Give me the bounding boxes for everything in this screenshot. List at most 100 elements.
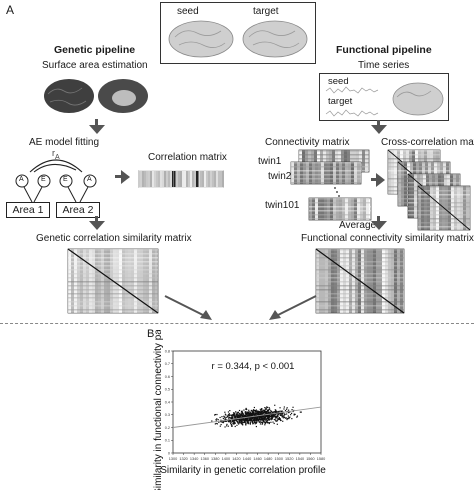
scatter-point <box>243 414 245 416</box>
scatter-point <box>265 419 267 421</box>
scatter-point <box>275 420 277 422</box>
genetic-similarity-matrix <box>67 248 159 314</box>
scatter-point <box>274 416 276 418</box>
scatter-point <box>227 420 229 422</box>
scatter-point <box>237 416 240 418</box>
scatter-point <box>248 409 250 411</box>
scatter-point <box>247 419 249 421</box>
scatter-point <box>240 412 242 414</box>
scatter-point <box>259 410 262 412</box>
scatter-point <box>249 423 251 425</box>
scatter-point <box>271 415 274 417</box>
scatter-point <box>268 411 271 413</box>
scatter-point <box>230 414 232 416</box>
scatter-point <box>272 412 274 414</box>
scatter-point <box>270 418 272 420</box>
x-tick-label: 1460 <box>253 457 261 461</box>
scatter-point <box>225 416 227 418</box>
genetic-pipeline-title: Genetic pipeline <box>54 44 136 56</box>
scatter-point <box>255 411 257 413</box>
scatter-point <box>267 419 269 421</box>
scatter-point <box>226 423 228 425</box>
scatter-point <box>245 419 247 421</box>
scatter-point <box>263 412 265 414</box>
arrow-down-icon <box>89 221 105 230</box>
scatter-point <box>283 414 285 416</box>
scatter-point <box>270 416 273 418</box>
scatter-point <box>258 410 260 412</box>
scatter-point <box>264 424 266 426</box>
arrow-stem-2 <box>95 216 98 222</box>
average-label: Average <box>339 220 377 231</box>
scatter-point <box>244 412 246 414</box>
scatter-point <box>279 414 281 417</box>
scatter-point <box>259 412 261 414</box>
scatter-point <box>260 416 263 418</box>
scatter-point <box>255 417 257 420</box>
scatter-point <box>243 420 245 422</box>
scatter-point <box>240 421 242 423</box>
ra-r: r <box>52 148 55 158</box>
scatter-point <box>265 416 267 418</box>
scatter-point <box>263 420 265 423</box>
scatter-point <box>253 406 255 409</box>
ra-label: rA <box>52 148 60 161</box>
scatter-point <box>265 420 267 422</box>
scatter-point <box>232 415 234 417</box>
area1-box: Area 1 <box>6 202 50 218</box>
scatter-point <box>231 417 233 419</box>
scatter-point <box>259 418 261 420</box>
scatter-point <box>262 411 264 413</box>
scatter-point <box>266 418 268 420</box>
scatter-point <box>268 422 270 424</box>
scatter-point <box>249 412 252 414</box>
scatter-point <box>235 419 237 421</box>
scatter-point <box>266 416 268 418</box>
scatter-point <box>263 414 265 417</box>
y-tick-label: 0.5 <box>165 388 170 392</box>
scatter-point <box>283 406 285 408</box>
scatter-point <box>288 417 290 420</box>
scatter-point <box>249 418 251 420</box>
scatter-point <box>241 412 244 415</box>
scatter-point <box>270 410 273 413</box>
scatter-point <box>241 418 243 420</box>
scatter-point <box>219 416 221 419</box>
scatter-point <box>248 414 250 416</box>
scatter-point <box>282 420 284 422</box>
scatter-point <box>227 425 229 427</box>
ts-seed-label: seed <box>328 76 349 87</box>
scatter-point <box>231 416 234 418</box>
scatter-point <box>222 418 224 420</box>
scatter-point <box>230 421 232 423</box>
scatter-point <box>235 411 237 413</box>
scatter-point <box>244 414 246 416</box>
scatter-point <box>281 410 283 412</box>
scatter-point <box>256 418 259 421</box>
scatter-point <box>258 413 260 416</box>
scatter-point <box>281 410 283 413</box>
scatter-point <box>258 418 261 421</box>
scatter-point <box>214 413 217 416</box>
scatter-point <box>288 409 290 411</box>
panel-label-a: A <box>6 3 15 17</box>
scatter-point <box>240 410 243 413</box>
surface-area-label: Surface area estimation <box>42 60 148 71</box>
y-axis-label: Similarity in functional connectivity pa… <box>153 330 164 490</box>
x-tick-label: 1320 <box>179 457 187 461</box>
scatter-point <box>245 423 247 425</box>
scatter-point <box>238 422 241 424</box>
scatter-point <box>285 417 287 419</box>
scatter-point <box>277 410 279 413</box>
y-tick-label: 0.8 <box>165 349 170 353</box>
scatter-point <box>243 420 245 422</box>
scatter-point <box>264 411 266 413</box>
scatter-point <box>289 416 291 418</box>
x-tick-label: 1500 <box>274 457 282 461</box>
scatter-point <box>246 419 248 421</box>
scatter-point <box>240 423 243 425</box>
scatter-point <box>262 418 264 421</box>
scatter-point <box>273 415 275 417</box>
scatter-point <box>267 422 269 424</box>
scatter-point <box>258 420 260 422</box>
